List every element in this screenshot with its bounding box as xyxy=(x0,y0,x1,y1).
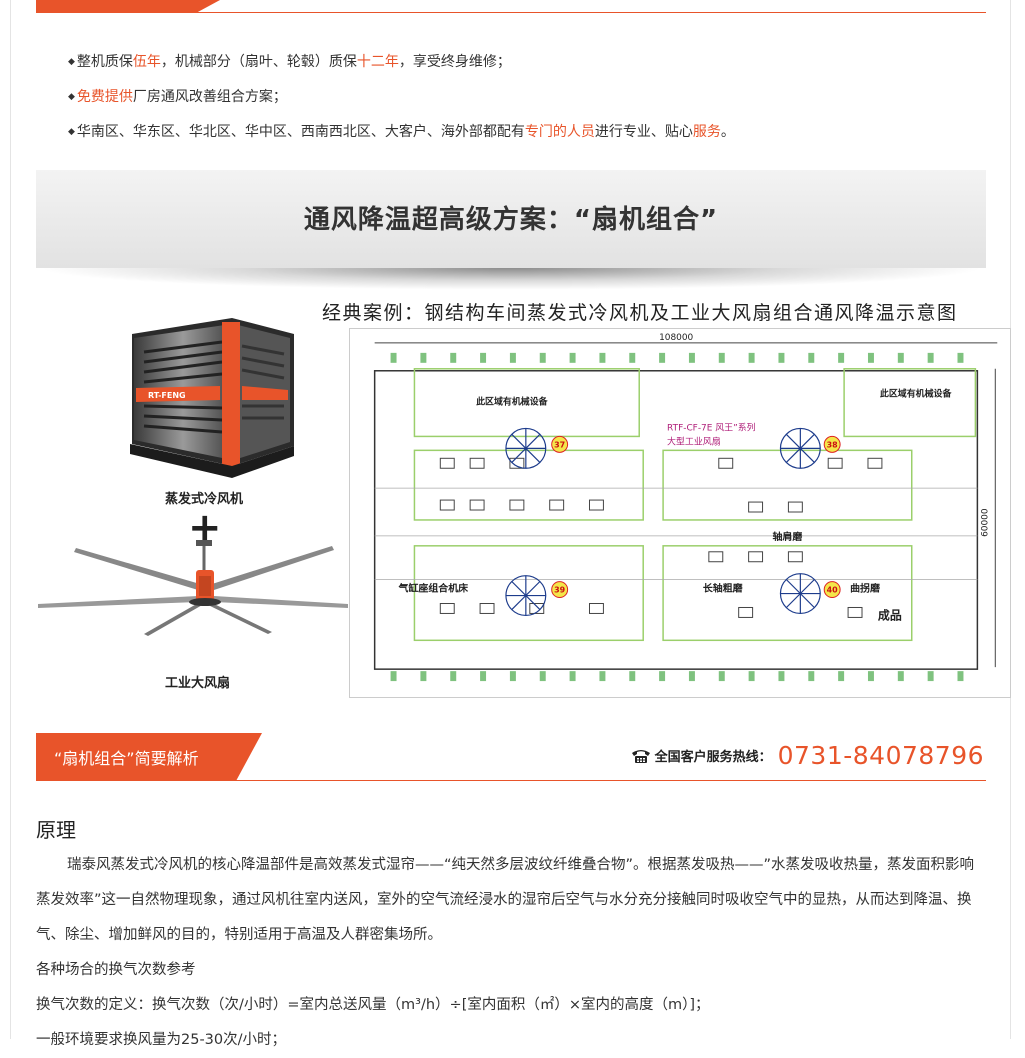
list-item: ◆整机质保伍年，机械部分（扇叶、轮毂）质保十二年，享受终身维修； xyxy=(68,54,511,70)
analysis-tab-label: “扇机组合”简要解析 xyxy=(54,749,199,768)
principle-title: 原理 xyxy=(36,818,76,842)
top-header-line xyxy=(36,12,986,13)
service-hotline: 全国客户服务热线： 0731-84078796 xyxy=(631,741,984,770)
industrial-fan-image xyxy=(38,540,348,636)
cooler-brand: RT-FENG xyxy=(148,391,186,400)
case-title: 经典案例：钢结构车间蒸发式冷风机及工业大风扇组合通风降温示意图 xyxy=(322,302,958,324)
fan-number-38: 38 xyxy=(827,440,839,449)
banner-shadow xyxy=(36,268,986,290)
principle-paragraph: 瑞泰风蒸发式冷风机的核心降温部件是高效蒸发式湿帘——“纯天然多层波纹纤维叠合物”… xyxy=(36,857,975,943)
plan-title-banner: 通风降温超高级方案：“扇机组合” xyxy=(36,170,986,268)
principle-body: 瑞泰风蒸发式冷风机的核心降温部件是高效蒸发式湿帘——“纯天然多层波纹纤维叠合物”… xyxy=(36,848,986,1058)
height-dimension: 60000 xyxy=(980,508,990,537)
air-change-requirement: 一般环境要求换风量为25-30次/小时； xyxy=(36,1032,287,1048)
list-item: ◆免费提供厂房通风改善组合方案； xyxy=(68,89,287,105)
fan-number-39: 39 xyxy=(554,586,566,595)
air-change-definition: 换气次数的定义：换气次数（次/小时）=室内总送风量（m³/h）÷[室内面积（㎡）… xyxy=(36,997,710,1013)
analysis-header-line xyxy=(36,780,986,781)
air-change-reference: 各种场合的换气次数参考 xyxy=(36,962,196,978)
hotline-number: 0731-84078796 xyxy=(777,741,984,770)
fan-number-40: 40 xyxy=(827,586,839,595)
cooler-label: 蒸发式冷风机 xyxy=(165,492,244,507)
telephone-icon xyxy=(631,749,650,763)
warranty-list: ◆整机质保伍年，机械部分（扇叶、轮毂）质保十二年，享受终身维修； ◆免费提供厂房… xyxy=(68,45,735,150)
zone-label: 成品 xyxy=(878,608,902,622)
zone-label: 气缸座组合机床 xyxy=(398,582,469,595)
analysis-section-header: “扇机组合”简要解析 全国客户服务热线： 0731-84078796 xyxy=(36,733,986,783)
evaporative-cooler-image: RT-FENG xyxy=(130,318,294,478)
diamond-icon: ◆ xyxy=(68,57,75,67)
list-item: ◆华南区、华东区、华北区、华中区、西南西北区、大客户、海外部都配有专门的人员进行… xyxy=(68,124,735,140)
diamond-icon: ◆ xyxy=(68,127,75,137)
equipment-area-right: 此区域有机械设备 xyxy=(880,388,953,400)
fan-number-37: 37 xyxy=(554,440,565,449)
diamond-icon: ◆ xyxy=(68,92,75,102)
plan-title: 通风降温超高级方案：“扇机组合” xyxy=(303,205,719,235)
zone-label: 长轴粗磨 xyxy=(703,582,743,595)
series-sub: 大型工业风扇 xyxy=(667,435,721,447)
top-section-header xyxy=(36,0,986,14)
zone-label: 轴肩磨 xyxy=(772,530,802,543)
equipment-area-left: 此区域有机械设备 xyxy=(476,396,549,408)
zone-label: 曲拐磨 xyxy=(850,582,880,595)
series-label: RTF-CF-7E 风王”系列 xyxy=(667,421,756,433)
hotline-label: 全国客户服务热线： xyxy=(654,750,772,765)
width-dimension: 108000 xyxy=(659,333,693,343)
fan-label: 工业大风扇 xyxy=(165,676,231,691)
factory-layout-diagram: 108000 60000 此区域有机械设备 此区域有机械设备 RTF-CF-7E… xyxy=(349,328,1011,698)
analysis-tab: “扇机组合”简要解析 xyxy=(36,733,262,781)
top-header-tab xyxy=(36,0,220,13)
